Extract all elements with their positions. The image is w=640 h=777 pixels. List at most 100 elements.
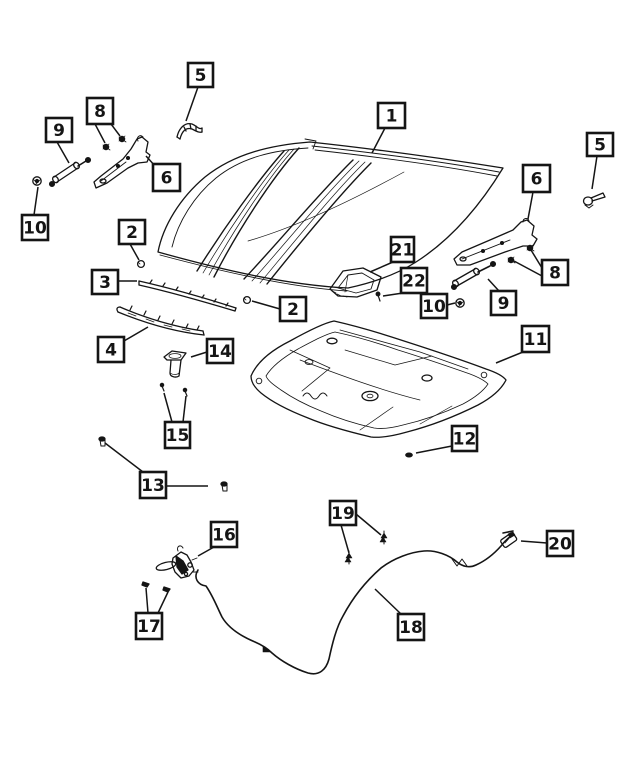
callout-number-bracket-left: 5 xyxy=(195,66,207,86)
cable-clips xyxy=(344,530,388,565)
bumper-bracket xyxy=(163,350,187,378)
callout-number-bumper-bracket: 14 xyxy=(208,342,232,362)
leader-line-bumper-pins xyxy=(163,392,173,423)
leader-line-grommet-right xyxy=(446,302,456,306)
callout-number-pad-clip: 12 xyxy=(453,430,477,450)
callout-box-latch-bolts[interactable] xyxy=(134,611,164,641)
hood-panel xyxy=(157,138,504,292)
callout-box-front-seal[interactable] xyxy=(90,268,120,296)
leader-line-hood-scoop xyxy=(369,261,394,273)
leader-line-hinge-screws-left xyxy=(94,123,106,144)
callout-number-hood-clip-right: 2 xyxy=(287,300,299,320)
callout-number-latch-bolts: 17 xyxy=(137,617,161,637)
callout-hood-scoop: 21 xyxy=(369,235,416,273)
callout-number-gas-strut-left: 9 xyxy=(53,121,65,141)
callout-number-gas-strut-right: 9 xyxy=(498,294,510,314)
leader-line-cable-clips xyxy=(355,513,382,536)
callout-pad-clip: 12 xyxy=(415,424,479,454)
callout-number-hinge-right: 6 xyxy=(531,170,543,190)
leader-line-gas-strut-right xyxy=(487,278,500,292)
callout-hinge-left: 6 xyxy=(145,155,182,193)
leader-line-cable-clips xyxy=(340,524,350,554)
callout-number-release-handle: 20 xyxy=(548,535,572,555)
callout-hinge-screws-right: 8 xyxy=(513,249,570,287)
callout-box-hood-latch[interactable] xyxy=(209,520,239,549)
callout-number-insulation-pad: 11 xyxy=(524,330,548,350)
front-seal xyxy=(138,279,237,312)
callout-box-hinge-left[interactable] xyxy=(151,162,182,193)
callout-number-front-molding: 4 xyxy=(105,341,117,361)
callout-box-release-cable[interactable] xyxy=(396,612,426,642)
hood-scoop xyxy=(329,267,382,298)
callout-box-hinge-right[interactable] xyxy=(521,163,552,194)
leader-line-hinge-right xyxy=(527,191,534,220)
leader-line-gas-strut-left xyxy=(56,141,70,164)
callout-box-hood-scoop[interactable] xyxy=(389,235,416,264)
callout-bracket-left: 5 xyxy=(185,61,215,122)
callout-box-bumper-bracket[interactable] xyxy=(205,337,235,365)
callout-box-cable-clips[interactable] xyxy=(328,499,358,527)
leader-line-latch-bolts xyxy=(157,591,169,614)
callout-number-grommet-right: 10 xyxy=(422,297,446,317)
leader-line-hood-clip-right xyxy=(251,300,281,310)
callout-box-gas-strut-right[interactable] xyxy=(489,289,518,317)
leader-line-grommet-left xyxy=(33,186,39,216)
callout-box-hood-clip-right[interactable] xyxy=(278,295,308,323)
callout-number-release-cable: 18 xyxy=(399,618,423,638)
callout-box-hinge-screws-left[interactable] xyxy=(85,96,115,126)
callout-number-hinge-screws-right: 8 xyxy=(549,264,561,284)
callout-box-hood-panel[interactable] xyxy=(376,101,407,130)
callout-grommet-left: 10 xyxy=(20,186,50,242)
callout-box-insulation-pad[interactable] xyxy=(520,324,551,354)
leader-line-front-molding xyxy=(123,326,149,342)
callout-box-grommet-left[interactable] xyxy=(20,213,50,242)
callout-insulation-pad: 11 xyxy=(495,324,551,364)
callout-number-bumper-pins: 15 xyxy=(166,426,190,446)
release-cable xyxy=(195,535,512,675)
callout-box-hinge-screws-right[interactable] xyxy=(540,258,570,287)
callout-hood-clip-left: 2 xyxy=(117,218,147,261)
callout-front-molding: 4 xyxy=(96,326,149,364)
callout-number-hood-latch: 16 xyxy=(212,526,236,546)
scoop-screw xyxy=(375,291,381,302)
leader-line-hood-panel xyxy=(371,127,386,154)
callout-box-gas-strut-left[interactable] xyxy=(44,116,74,144)
callout-grommet-right: 10 xyxy=(419,292,456,320)
callout-hood-clip-right: 2 xyxy=(251,295,308,323)
callout-number-cable-clips: 19 xyxy=(331,504,355,524)
bracket-right xyxy=(582,192,606,209)
leader-line-hinge-screws-right xyxy=(513,260,543,277)
callout-box-hood-bumpers[interactable] xyxy=(138,470,168,500)
callout-gas-strut-right: 9 xyxy=(487,278,518,317)
callout-box-grommet-right[interactable] xyxy=(419,292,449,320)
callout-box-pad-clip[interactable] xyxy=(450,424,479,453)
grommet-left xyxy=(32,176,42,186)
callout-box-bracket-right[interactable] xyxy=(585,131,615,158)
callout-box-front-molding[interactable] xyxy=(96,335,126,364)
callout-box-bumper-pins[interactable] xyxy=(163,420,192,450)
callout-number-hood-panel: 1 xyxy=(386,107,398,127)
callout-number-scoop-screw: 22 xyxy=(402,272,426,292)
leader-line-hood-bumpers xyxy=(104,442,144,473)
gas-strut-left xyxy=(48,156,92,188)
callout-bracket-right: 5 xyxy=(585,131,615,190)
release-handle xyxy=(500,530,518,548)
callout-hinge-right: 6 xyxy=(521,163,552,220)
leader-line-bumper-bracket xyxy=(190,351,208,358)
callout-box-scoop-screw[interactable] xyxy=(399,266,429,295)
callout-gas-strut-left: 9 xyxy=(44,116,74,164)
hood-latch xyxy=(155,545,199,579)
callout-box-release-handle[interactable] xyxy=(545,529,575,558)
hinge-screws-left xyxy=(102,135,127,151)
callout-bumper-bracket: 14 xyxy=(190,337,235,365)
callout-release-cable: 18 xyxy=(374,588,426,642)
callout-bumper-pins: 15 xyxy=(163,392,192,450)
leader-line-pad-clip xyxy=(415,445,453,454)
hood-clip-right xyxy=(242,295,252,305)
leader-line-hinge-screws-right xyxy=(530,249,543,269)
callout-box-hood-clip-left[interactable] xyxy=(117,218,147,246)
callout-box-bracket-left[interactable] xyxy=(186,61,215,89)
callout-number-hinge-left: 6 xyxy=(161,169,173,189)
